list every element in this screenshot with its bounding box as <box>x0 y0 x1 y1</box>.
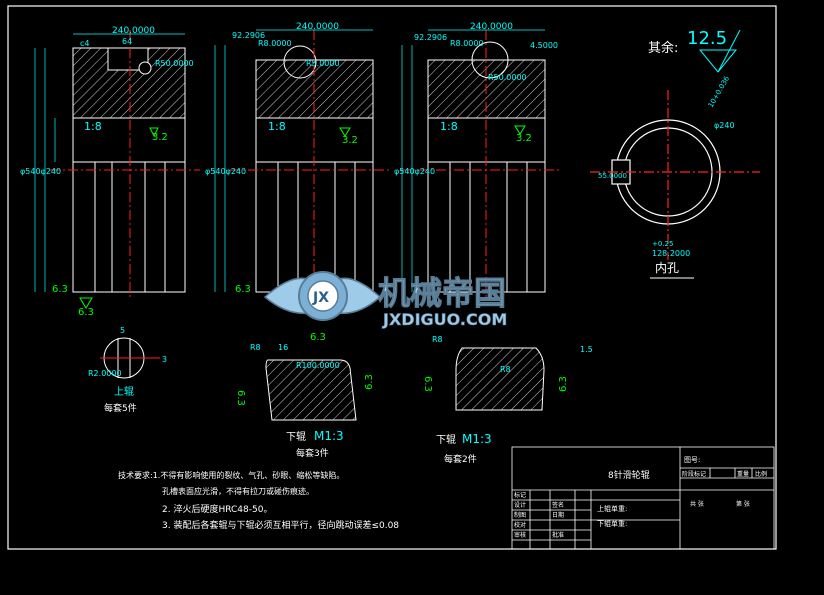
lower-roll3-label: 下辊 <box>286 430 306 443</box>
roll-view-2-dims <box>214 29 373 292</box>
rough-63-v2: 6.3 <box>235 284 251 295</box>
ring-dim-55: 55.0000 <box>598 172 627 180</box>
title-block-title: 8针滑轮辊 <box>608 469 650 481</box>
note-line1b: 孔槽表面应光滑，不得有拉刀或碰伤痕迹。 <box>162 486 314 496</box>
lower-roll3-qty: 每套3件 <box>296 447 329 459</box>
rough-63-lower2b: 6.3 <box>558 376 569 392</box>
title-block-col-e: 第 张 <box>736 500 750 508</box>
dim-9229-v3: 92.2906 <box>414 33 447 42</box>
dim-r2-section: R2.0000 <box>88 369 122 378</box>
dim-r8-v3: R8.0000 <box>450 39 484 48</box>
dim-16-lower3: 16 <box>278 343 288 352</box>
ring-dim-10: 10+0.036 <box>707 74 732 109</box>
ring-dim-128: 128.2000 <box>652 249 690 258</box>
title-block-row-0: 标记 <box>514 491 526 499</box>
note-line2: 2. 淬火后硬度HRC48-50。 <box>162 503 272 515</box>
dim-r8-lower2a: R8 <box>432 335 443 344</box>
title-block-row-1: 设计 <box>514 501 526 509</box>
rough-63-lower2a: 6.3 <box>422 376 433 392</box>
rough-symbol-v1b <box>79 297 93 309</box>
dim-r5-v2: R5.0000 <box>306 59 340 68</box>
roll-view-3 <box>400 30 560 300</box>
title-block-col-c: 比例 <box>755 470 767 478</box>
title-block-lower-weight: 下辊单重: <box>597 519 627 528</box>
rough-symbol-v3 <box>514 125 526 135</box>
dim-240-v3: 240.0000 <box>470 22 513 32</box>
dim-phi540-v2: φ540φ240 <box>205 167 246 176</box>
rough-63-lower3a: 6.3 <box>310 332 326 343</box>
title-block-row-2: 制图 <box>514 511 526 519</box>
dim-c4-v1: c4 <box>80 39 90 48</box>
roll-view-3-dims <box>401 29 545 292</box>
rough-63-lower3c: 6.3 <box>364 374 375 390</box>
dim-r100-lower3: R100.0000 <box>296 361 340 370</box>
dim-240-v2: 240.0000 <box>296 22 339 32</box>
rough-32-v2: 3.2 <box>342 135 358 146</box>
title-block-upper-weight: 上辊单重: <box>597 504 627 513</box>
dim-5-section: 5 <box>120 326 125 335</box>
lower-roll2-qty: 每套2件 <box>444 453 477 465</box>
lower-roll2-scale: M1:3 <box>462 432 492 446</box>
lower-roll3-section <box>265 359 357 421</box>
title-block-col-b: 重量 <box>737 470 749 478</box>
dim-9229-v2: 92.2906 <box>232 31 265 40</box>
rough-63-lower3b: 6.3 <box>235 390 246 406</box>
upper-roll-label: 上辊 <box>114 385 134 398</box>
remaining-value: 12.5 <box>687 28 727 49</box>
lower-roll3-scale: M1:3 <box>314 429 344 443</box>
ring-view <box>590 90 760 260</box>
rough-symbol-v1 <box>149 127 159 138</box>
taper-v2: 1:8 <box>268 120 286 133</box>
ring-label: 内孔 <box>655 261 679 275</box>
rough-32-v1: 3.2 <box>152 132 168 143</box>
dim-r50-v3: R50.0000 <box>488 73 527 82</box>
roll-view-1-dims <box>34 33 185 292</box>
rough-32-v3: 3.2 <box>516 133 532 144</box>
dim-r8-v2: R8.0000 <box>258 39 292 48</box>
dim-15-lower2: 1.5 <box>580 345 593 354</box>
title-block-row-3: 校对 <box>514 521 526 529</box>
title-block-sign: 签名 <box>552 501 564 509</box>
logo-chinese: 机械帝国 <box>378 274 506 312</box>
title-block-approve: 批准 <box>552 531 564 539</box>
lower-roll2-label: 下辊 <box>436 433 456 446</box>
jx-logo-watermark: JX 机械帝国 JXDIGUO.COM <box>263 271 508 329</box>
lower-roll2-section <box>455 347 545 411</box>
rough-63-v1a: 6.3 <box>52 284 68 295</box>
dim-r8-lower3: R8 <box>250 343 261 352</box>
remaining-rough-symbol-bar <box>717 29 741 73</box>
title-block-date: 日期 <box>552 511 564 519</box>
dim-phi540-v1: φ540φ240 <box>20 167 61 176</box>
note-line3: 3. 装配后各套辊与下辊必须互相平行，径向跳动误差≤0.08 <box>162 519 399 531</box>
dim-64-v1: 64 <box>122 37 132 46</box>
remaining-label: 其余: <box>648 40 678 56</box>
note-line1: 技术要求:1.不得有影响使用的裂纹、气孔、砂眼、缩松等缺陷。 <box>118 470 344 480</box>
dim-240-v1: 240.0000 <box>112 26 155 36</box>
title-block <box>511 446 775 550</box>
logo-url: JXDIGUO.COM <box>382 310 507 329</box>
title-block-row-4: 审核 <box>514 531 526 539</box>
rough-63-v1b: 6.3 <box>78 307 94 318</box>
drawing-frame <box>7 5 777 550</box>
taper-v1: 1:8 <box>84 120 102 133</box>
title-block-tag: 图号: <box>684 456 700 464</box>
upper-roll-qty: 每套5件 <box>104 402 137 414</box>
roll-view-2 <box>230 30 390 300</box>
remaining-rough-symbol <box>698 49 738 73</box>
title-block-col-a: 阶段标记 <box>682 470 706 478</box>
dim-3-section: 3 <box>162 355 167 364</box>
ring-dim-025: +0.25 <box>652 240 673 248</box>
ring-dim-240: φ240 <box>714 121 735 130</box>
logo-badge: JX <box>312 290 329 306</box>
dim-45-v3: 4.5000 <box>530 41 558 50</box>
dim-r8-lower2b: R8 <box>500 365 511 374</box>
upper-roll-section <box>100 337 160 379</box>
dim-phi540-v3: φ540φ240 <box>394 167 435 176</box>
title-block-col-d: 共 张 <box>690 500 704 508</box>
taper-v3: 1:8 <box>440 120 458 133</box>
roll-view-1 <box>50 30 200 300</box>
rough-symbol-v2 <box>339 127 351 137</box>
dim-r50-v1: R50.0000 <box>155 59 194 68</box>
